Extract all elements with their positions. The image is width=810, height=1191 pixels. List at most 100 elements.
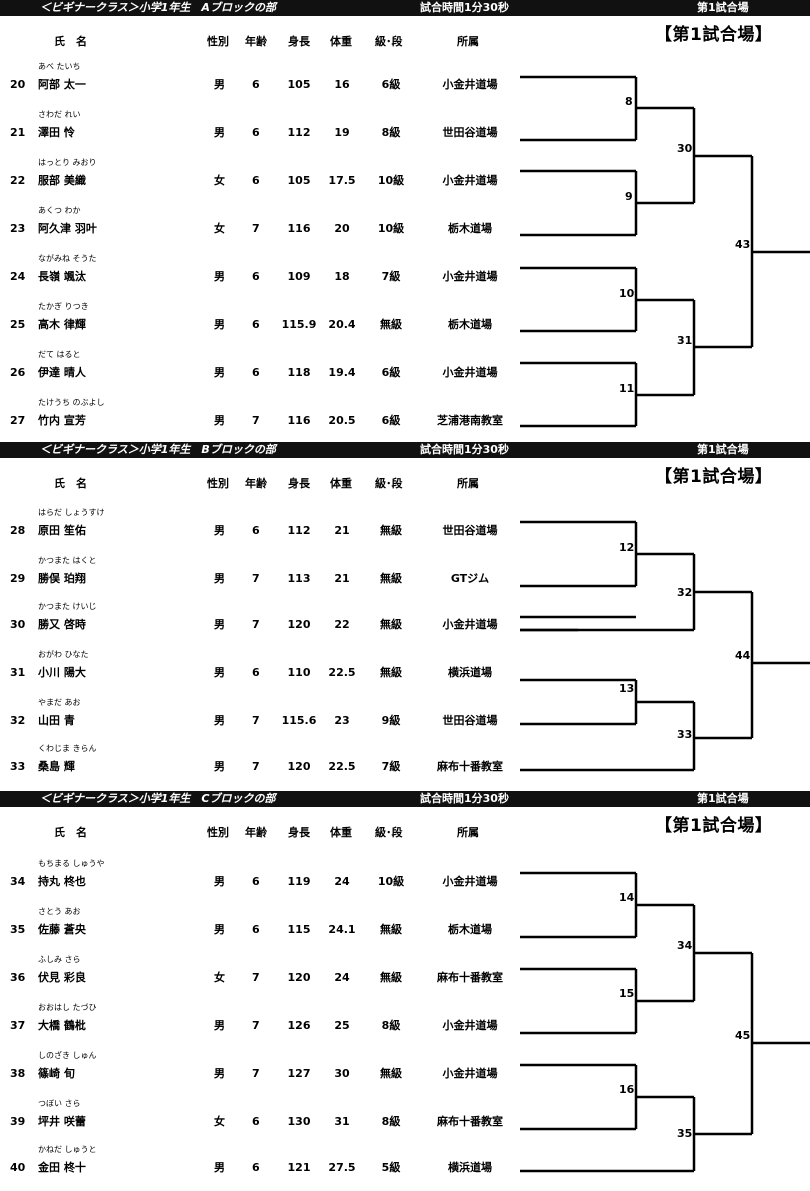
player-row: 40 かねだ しゅうと 金田 柊十 男 6 121 27.5 5級 横浜道場: [0, 1143, 540, 1191]
player-height: 115: [287, 923, 311, 936]
player-kana: つぼい さら: [38, 1099, 81, 1108]
player-club: 小金井道場: [442, 875, 498, 888]
player-number: 38: [10, 1067, 26, 1080]
venue-label: 第1試合場: [697, 792, 749, 805]
player-kana: はっとり みおり: [38, 158, 97, 167]
player-club: 栃木道場: [448, 923, 492, 936]
block-header-bar: ＜ビギナークラス＞小学1年生 Aブロックの部 試合時間1分30秒 第1試合場: [0, 0, 810, 16]
player-name: 小川 陽大: [38, 666, 86, 679]
player-grade: 6級: [381, 78, 401, 91]
player-age: 7: [252, 1019, 260, 1032]
player-row: 34 もちまる しゅうや 持丸 柊也 男 6 119 24 10級 小金井道場: [0, 857, 540, 905]
player-grade: 無級: [380, 572, 402, 585]
player-row: 29 かつまた はくと 勝俣 珀翔 男 7 113 21 無級 GTジム: [0, 554, 540, 602]
match-time: 試合時間1分30秒: [420, 443, 509, 456]
player-kana: さとう あお: [38, 907, 81, 916]
player-grade: 6級: [381, 366, 401, 379]
player-kana: かつまた けいじ: [38, 602, 97, 611]
player-name: 澤田 怜: [38, 126, 75, 139]
player-sex: 男: [214, 1019, 225, 1032]
player-grade: 10級: [377, 174, 405, 187]
player-club: 小金井道場: [442, 78, 498, 91]
match-number: 9: [625, 190, 633, 203]
match-number: 16: [619, 1083, 635, 1096]
player-age: 6: [252, 524, 260, 537]
player-height: 120: [287, 618, 311, 631]
player-height: 112: [287, 126, 311, 139]
player-sex: 男: [214, 875, 225, 888]
player-height: 120: [287, 971, 311, 984]
player-name: 桑島 輝: [38, 760, 75, 773]
player-number: 40: [10, 1161, 26, 1174]
player-weight: 23: [334, 714, 350, 727]
player-height: 113: [287, 572, 311, 585]
player-age: 7: [252, 222, 260, 235]
player-sex: 女: [214, 1115, 225, 1128]
player-number: 26: [10, 366, 26, 379]
match-number: 35: [677, 1127, 692, 1140]
player-name: 勝又 啓時: [38, 618, 86, 631]
player-name: 山田 青: [38, 714, 75, 727]
player-grade: 無級: [380, 923, 402, 936]
player-weight: 25: [334, 1019, 350, 1032]
player-sex: 男: [214, 318, 225, 331]
player-name: 大橋 鶴枇: [38, 1019, 86, 1032]
player-number: 34: [10, 875, 26, 888]
player-name: 坪井 咲蕾: [38, 1115, 86, 1128]
player-age: 7: [252, 572, 260, 585]
player-weight: 17.5: [328, 174, 356, 187]
match-number: 34: [677, 939, 693, 952]
block-title: ＜ビギナークラス＞小学1年生 Aブロックの部: [40, 1, 276, 14]
player-club: 麻布十番教室: [437, 1115, 503, 1128]
player-age: 7: [252, 1067, 260, 1080]
player-row: 39 つぼい さら 坪井 咲蕾 女 6 130 31 8級 麻布十番教室: [0, 1097, 540, 1145]
player-weight: 22: [334, 618, 350, 631]
tournament-bracket: 14 15 16 34 35 45: [520, 871, 810, 1173]
player-name: 阿部 太一: [38, 78, 86, 91]
player-club: 横浜道場: [448, 666, 492, 679]
player-sex: 男: [214, 524, 225, 537]
player-number: 28: [10, 524, 26, 537]
player-height: 116: [287, 222, 311, 235]
player-club: 小金井道場: [442, 366, 498, 379]
match-number: 11: [619, 382, 634, 395]
player-number: 27: [10, 414, 26, 427]
col-header-club: 所属: [457, 477, 479, 490]
player-name: 勝俣 珀翔: [38, 572, 86, 585]
player-weight: 27.5: [328, 1161, 356, 1174]
player-height: 105: [287, 78, 311, 91]
player-club: 小金井道場: [442, 270, 498, 283]
player-kana: やまだ あお: [38, 698, 81, 707]
player-number: 29: [10, 572, 26, 585]
player-weight: 19.4: [328, 366, 356, 379]
player-number: 33: [10, 760, 26, 773]
player-weight: 20: [334, 222, 350, 235]
player-age: 6: [252, 318, 260, 331]
player-club: GTジム: [450, 572, 490, 585]
venue-heading: 【第1試合場】: [655, 816, 773, 836]
player-age: 6: [252, 923, 260, 936]
player-sex: 女: [214, 222, 225, 235]
player-name: 服部 美織: [38, 174, 86, 187]
block-title: ＜ビギナークラス＞小学1年生 Cブロックの部: [40, 792, 276, 805]
col-header-name: 氏 名: [54, 35, 87, 48]
player-weight: 20.4: [328, 318, 356, 331]
player-name: 伏見 彩良: [38, 971, 86, 984]
player-sex: 男: [214, 414, 225, 427]
player-sex: 男: [214, 1161, 225, 1174]
player-sex: 男: [214, 270, 225, 283]
player-number: 22: [10, 174, 26, 187]
player-number: 36: [10, 971, 26, 984]
venue-label: 第1試合場: [697, 443, 749, 456]
player-height: 119: [287, 875, 311, 888]
player-kana: もちまる しゅうや: [38, 859, 105, 868]
player-name: 金田 柊十: [38, 1161, 86, 1174]
player-grade: 8級: [381, 126, 401, 139]
player-weight: 24: [334, 971, 350, 984]
player-row: 24 ながみね そうた 長嶺 颯汰 男 6 109 18 7級 小金井道場: [0, 252, 540, 300]
player-sex: 男: [214, 366, 225, 379]
match-number: 14: [619, 891, 635, 904]
player-row: 20 あべ たいち 阿部 太一 男 6 105 16 6級 小金井道場: [0, 60, 540, 108]
player-grade: 無級: [380, 524, 402, 537]
player-sex: 女: [214, 174, 225, 187]
